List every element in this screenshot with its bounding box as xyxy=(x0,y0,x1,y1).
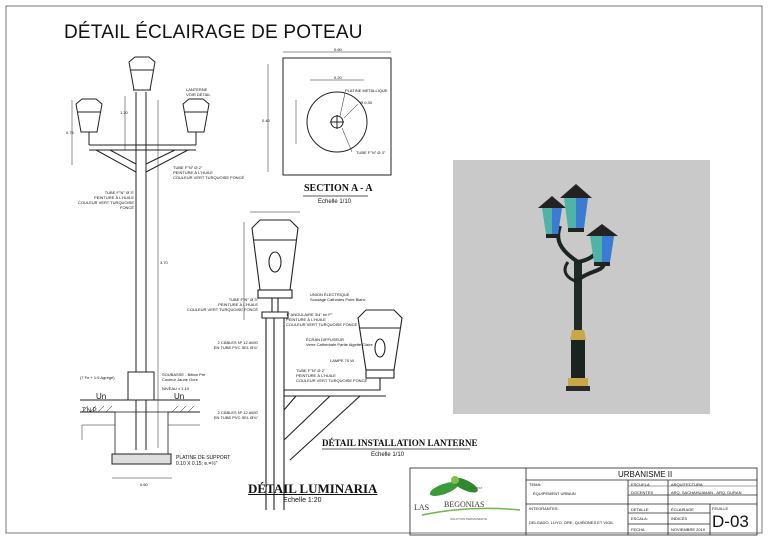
lanterne-drawing xyxy=(243,211,470,510)
tb-v2-4: NOVIEMBRE 2019 xyxy=(671,527,706,532)
lum-tnp: T.N.P. xyxy=(82,408,98,414)
sec-bolt-label: Ø 0.30 xyxy=(360,100,373,105)
tb-sheet-label: FEUILLE xyxy=(712,506,729,511)
title-block xyxy=(409,467,758,536)
tb-integrantes-key: INTEGRANTES: xyxy=(529,506,559,511)
logo-tag: HABITAT xyxy=(470,486,483,490)
lanterne-scale: Echelle 1/10 xyxy=(371,452,405,458)
tb-v2-1: ARQ. SACHAHUAMAN - ARQ. DURAN xyxy=(671,490,742,495)
lamp-post-render xyxy=(538,184,618,391)
tb-tema-val: ÉQUIPEMENT URBAIN xyxy=(533,491,576,496)
lum-dim-top: 1.20 xyxy=(120,110,128,115)
luminaria-title: DÉTAIL LUMINARIA xyxy=(248,481,378,496)
logo-small: SOLUTION PERMANENTE xyxy=(450,517,488,521)
lan-label-3: LAMPE 70 W xyxy=(330,358,355,363)
tb-k2-2: DETALLE xyxy=(631,507,649,512)
course-name: URBANISME II xyxy=(618,470,673,479)
section-title: SECTION A - A xyxy=(304,183,373,194)
lum-un-right: Un xyxy=(174,392,185,401)
tb-sheet-number: D-03 xyxy=(712,512,749,531)
sheet-border xyxy=(5,5,763,534)
lum-base1-label: (7 Fe + 1:5 Agrégé) xyxy=(80,375,115,380)
logo-main: LAS xyxy=(414,503,430,512)
tb-k2-4: FECHA xyxy=(631,527,645,532)
logo-sub: BEGONIAS xyxy=(444,500,485,509)
sec-plate-label: PLATINE METALLIQUE xyxy=(345,88,388,93)
tb-tema-key: TEMA: xyxy=(529,482,542,487)
tb-v2-0: ARQUITECTURA xyxy=(671,482,703,487)
sec-tube-label: TUBE F°N° Ø 3" xyxy=(356,150,386,155)
lanterne-title: DÉTAIL INSTALLATION LANTERNE xyxy=(322,438,478,448)
logo-icon xyxy=(421,476,521,516)
page-title: DÉTAIL ÉCLAIRAGE DE POTEAU xyxy=(64,22,363,43)
sec-dim-side: 0.40 xyxy=(262,118,270,123)
lum-dim-bottom: 0.60 xyxy=(140,482,148,487)
tb-v2-2: ÉCLAIRAGE xyxy=(671,507,694,512)
tb-k2-1: DOCENTES xyxy=(631,490,654,495)
lum-base3-label: NIVEAU ± 1.10 xyxy=(162,386,190,391)
section-scale: Echelle 1/10 xyxy=(318,199,352,205)
tb-k2-0: ESCUELA xyxy=(631,482,650,487)
tb-v2-3: INDICÉS xyxy=(671,516,688,521)
lum-un-left: Un xyxy=(96,392,107,401)
sec-dim-top: 0.60 xyxy=(334,47,342,52)
luminaria-scale: Echelle 1:20 xyxy=(283,497,322,504)
lum-dim-arm: 0.75 xyxy=(66,130,74,135)
lan-label-6: 1" ANGULAIRE 3/4" en F°PEINTURE À L'HUIL… xyxy=(286,312,358,327)
lum-dim-pole: 3.70 xyxy=(160,260,168,265)
luminaria-drawing xyxy=(71,56,210,479)
tb-k2-3: ESCALA: xyxy=(631,516,648,521)
sec-dim-inner: 0.20 xyxy=(334,75,342,80)
section-drawing xyxy=(267,51,392,197)
tb-integrantes-val: DELGADO, LUYO, ORE, QUIÑONES ET VIGIL xyxy=(529,520,614,525)
